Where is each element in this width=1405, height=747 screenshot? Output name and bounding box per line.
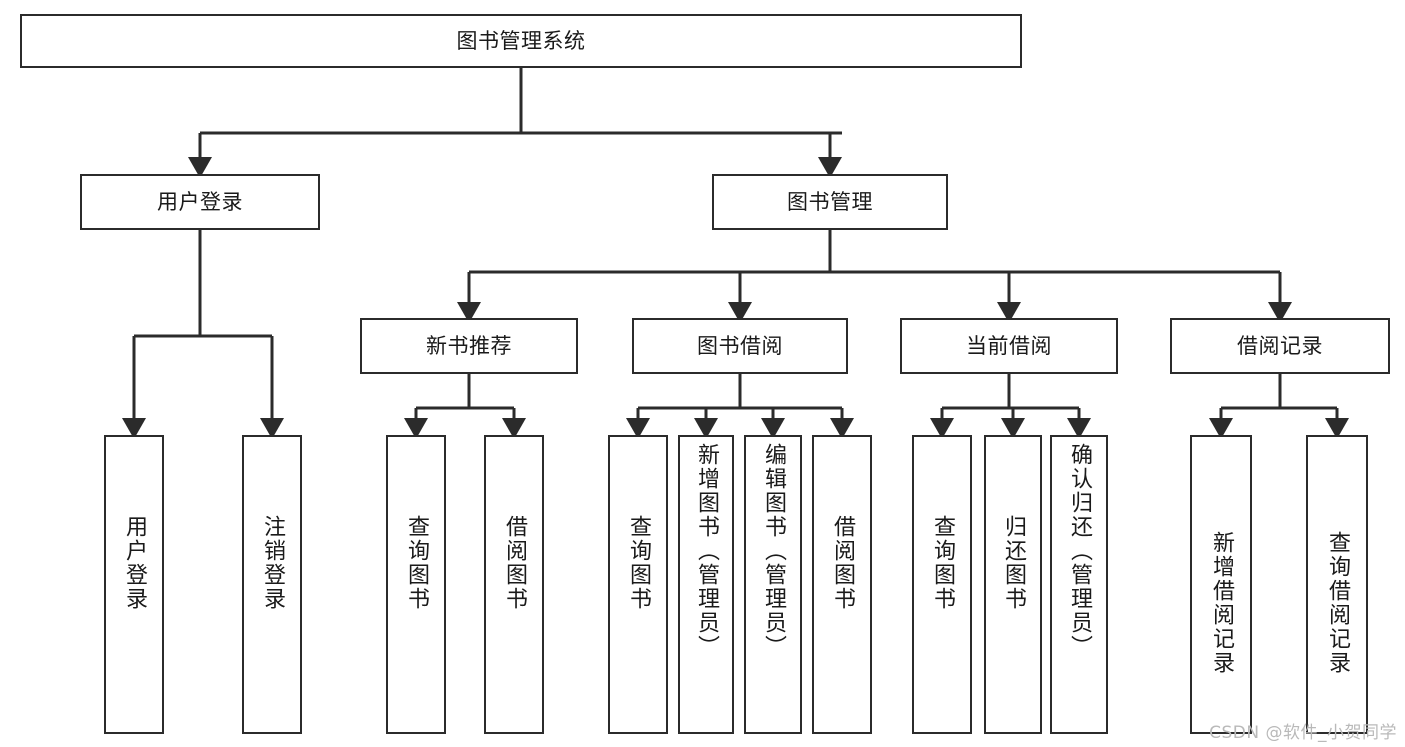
node-borrow-record-label: 借阅记录 [1237, 333, 1323, 358]
leaf-query-record-label: 查询借阅记录 [1325, 531, 1350, 675]
node-current-borrow[interactable]: 当前借阅 [900, 318, 1118, 374]
leaf-query-book-3-label: 查询图书 [930, 515, 955, 611]
node-book-borrow-label: 图书借阅 [697, 333, 783, 358]
leaf-add-record-label: 新增借阅记录 [1209, 531, 1234, 675]
node-book-manage[interactable]: 图书管理 [712, 174, 948, 230]
leaf-query-book-1[interactable]: 查询图书 [386, 435, 446, 734]
node-book-borrow[interactable]: 图书借阅 [632, 318, 848, 374]
leaf-user-logout-label: 注销登录 [260, 515, 285, 611]
leaf-return-book[interactable]: 归还图书 [984, 435, 1042, 734]
leaf-query-book-2[interactable]: 查询图书 [608, 435, 668, 734]
node-current-borrow-label: 当前借阅 [966, 333, 1052, 358]
watermark: CSDN @软件_小贺同学 [1209, 723, 1397, 743]
leaf-add-book[interactable]: 新增图书（管理员） [678, 435, 734, 734]
leaf-query-book-3[interactable]: 查询图书 [912, 435, 972, 734]
leaf-add-record[interactable]: 新增借阅记录 [1190, 435, 1252, 734]
node-borrow-record[interactable]: 借阅记录 [1170, 318, 1390, 374]
leaf-add-book-label: 新增图书（管理员） [694, 443, 719, 659]
leaf-edit-book[interactable]: 编辑图书（管理员） [744, 435, 802, 734]
leaf-query-record[interactable]: 查询借阅记录 [1306, 435, 1368, 734]
leaf-borrow-book-1[interactable]: 借阅图书 [484, 435, 544, 734]
leaf-borrow-book-2-label: 借阅图书 [830, 515, 855, 611]
leaf-confirm-return-label: 确认归还（管理员） [1067, 443, 1092, 659]
node-new-book-recommend-label: 新书推荐 [426, 333, 512, 358]
leaf-borrow-book-1-label: 借阅图书 [502, 515, 527, 611]
node-user-login-label: 用户登录 [157, 189, 243, 214]
leaf-user-login-label: 用户登录 [122, 515, 147, 611]
leaf-return-book-label: 归还图书 [1001, 515, 1026, 611]
node-root-label: 图书管理系统 [456, 28, 586, 53]
leaf-borrow-book-2[interactable]: 借阅图书 [812, 435, 872, 734]
leaf-confirm-return[interactable]: 确认归还（管理员） [1050, 435, 1108, 734]
leaf-query-book-1-label: 查询图书 [404, 515, 429, 611]
leaf-user-login[interactable]: 用户登录 [104, 435, 164, 734]
node-root[interactable]: 图书管理系统 [20, 14, 1022, 68]
leaf-query-book-2-label: 查询图书 [626, 515, 651, 611]
node-user-login[interactable]: 用户登录 [80, 174, 320, 230]
node-book-manage-label: 图书管理 [787, 189, 873, 214]
leaf-user-logout[interactable]: 注销登录 [242, 435, 302, 734]
node-new-book-recommend[interactable]: 新书推荐 [360, 318, 578, 374]
leaf-edit-book-label: 编辑图书（管理员） [761, 443, 786, 659]
